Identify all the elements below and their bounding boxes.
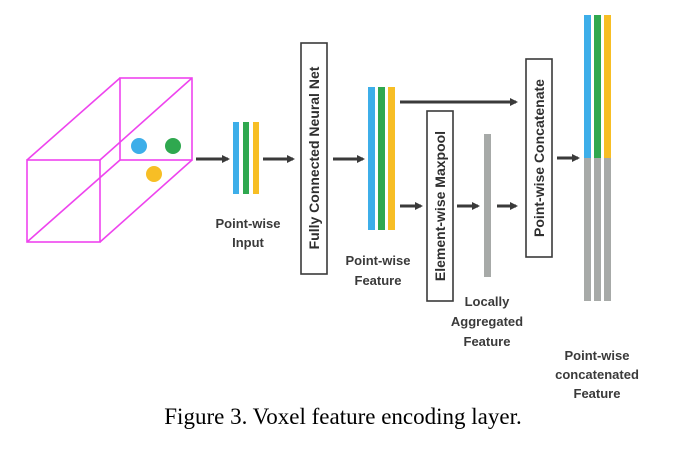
concat-bar-yellow [604, 15, 611, 158]
feature-bar-green [378, 87, 385, 230]
local-aggregated-bar [484, 134, 491, 277]
point-yellow [146, 166, 162, 182]
pointwise-input-label-1: Point-wise [215, 216, 280, 231]
concat-feature-label-3: Feature [574, 386, 621, 401]
fcn-label: Fully Connected Neural Net [306, 66, 322, 249]
pointwise-input-label-2: Input [232, 235, 264, 250]
point-green [165, 138, 181, 154]
input-bar-blue [233, 122, 239, 194]
pointwise-feature-bars [368, 87, 395, 230]
local-agg-label-2: Aggregated [451, 314, 523, 329]
fcn-box [300, 42, 328, 275]
pointwise-feature-label-1: Point-wise [345, 253, 410, 268]
local-agg-label-3: Feature [464, 334, 511, 349]
figure-caption: Figure 3. Voxel feature encoding layer. [164, 404, 521, 429]
voxel-box [26, 77, 193, 243]
pointwise-input-bars [233, 122, 259, 194]
concat-bar-blue [584, 15, 591, 158]
concat-bar-gray-2 [594, 158, 601, 301]
concat-bar-green [594, 15, 601, 158]
concatenated-feature-bars [584, 15, 611, 301]
input-bar-yellow [253, 122, 259, 194]
feature-bar-blue [368, 87, 375, 230]
concat-feature-label-1: Point-wise [564, 348, 629, 363]
maxpool-label: Element-wise Maxpool [432, 131, 448, 281]
point-blue [131, 138, 147, 154]
feature-bar-yellow [388, 87, 395, 230]
local-agg-label-1: Locally [465, 294, 511, 309]
pointwise-feature-label-2: Feature [355, 273, 402, 288]
concat-feature-label-2: concatenated [555, 367, 639, 382]
concat-box [525, 58, 553, 258]
concat-bar-gray-3 [604, 158, 611, 301]
maxpool-box [426, 110, 454, 302]
concat-bar-gray-1 [584, 158, 591, 301]
concat-label: Point-wise Concatenate [531, 79, 547, 237]
input-bar-green [243, 122, 249, 194]
